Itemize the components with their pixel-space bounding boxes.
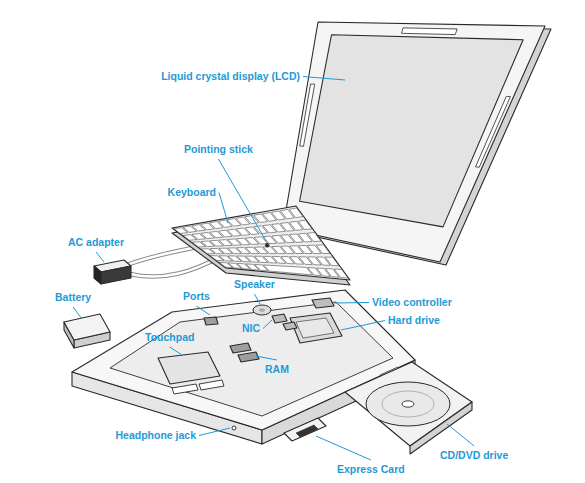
part-label: Hard drive: [388, 314, 440, 327]
ac-adapter-front: [101, 266, 131, 284]
part-label: Speaker: [234, 278, 275, 291]
battery: [64, 314, 110, 340]
key: [316, 245, 330, 254]
key: [307, 233, 321, 242]
ram-chip: [238, 352, 259, 362]
space-bar: [263, 265, 312, 275]
key: [289, 208, 303, 218]
part-label: Touchpad: [145, 331, 194, 344]
power-cord: [130, 258, 218, 277]
drawing: [64, 22, 551, 454]
leader-line: [170, 347, 182, 355]
disc: [366, 382, 450, 426]
lid-slot: [476, 96, 511, 167]
video-chip: [312, 298, 334, 308]
leader-line: [334, 302, 369, 304]
headphone-jack: [232, 426, 236, 430]
nic-chip: [272, 314, 287, 323]
leader-line: [73, 307, 82, 319]
hard-drive-label-plate: [296, 318, 334, 338]
lid-latch: [401, 28, 457, 35]
ram-chip: [230, 343, 251, 353]
ac-adapter-side: [94, 266, 101, 284]
key: [334, 269, 348, 278]
lid-slot: [300, 84, 315, 146]
leader-line: [199, 428, 230, 436]
part-label: Liquid crystal display (LCD): [161, 70, 300, 83]
part-label: Headphone jack: [115, 429, 196, 442]
part-label: RAM: [265, 363, 289, 376]
key: [298, 220, 312, 229]
touchpad-button: [172, 384, 198, 394]
disc-ring: [382, 391, 434, 417]
cd-tray: [345, 362, 472, 446]
part-label: CD/DVD drive: [440, 449, 508, 462]
speaker-cone: [259, 308, 265, 312]
leader-line: [316, 436, 371, 460]
speaker: [253, 305, 271, 315]
leader-line: [447, 424, 474, 446]
leader-line: [254, 294, 260, 304]
nic-chip: [283, 322, 297, 330]
part-label: NIC: [242, 322, 260, 335]
leader-lines: [73, 77, 474, 461]
pointing-stick: [265, 243, 269, 247]
touchpad: [158, 352, 220, 384]
lid-frame: [283, 22, 545, 262]
touchpad-button: [199, 380, 224, 390]
hard-drive: [290, 313, 342, 343]
disc-hole: [402, 401, 414, 407]
leader-line: [219, 193, 228, 224]
leader-line: [218, 159, 266, 241]
part-label: Video controller: [372, 296, 452, 309]
ports: [204, 317, 218, 325]
leader-line: [96, 252, 104, 262]
part-label: AC adapter: [68, 236, 124, 249]
leader-line: [341, 321, 385, 331]
leader-line: [196, 306, 210, 315]
base-top: [72, 290, 415, 430]
part-label: Express Card: [337, 463, 405, 476]
part-label: Pointing stick: [184, 143, 253, 156]
lcd-screen: [300, 35, 524, 227]
leader-line: [256, 356, 277, 360]
key: [325, 257, 339, 266]
express-card-stripe: [296, 425, 318, 437]
part-label: Battery: [55, 291, 91, 304]
leader-line: [263, 320, 272, 329]
keyboard: [172, 206, 350, 280]
part-label: Keyboard: [168, 186, 216, 199]
part-label: Ports: [183, 290, 210, 303]
motherboard: [110, 302, 393, 416]
power-cord: [130, 258, 218, 277]
leader-line: [303, 77, 345, 81]
